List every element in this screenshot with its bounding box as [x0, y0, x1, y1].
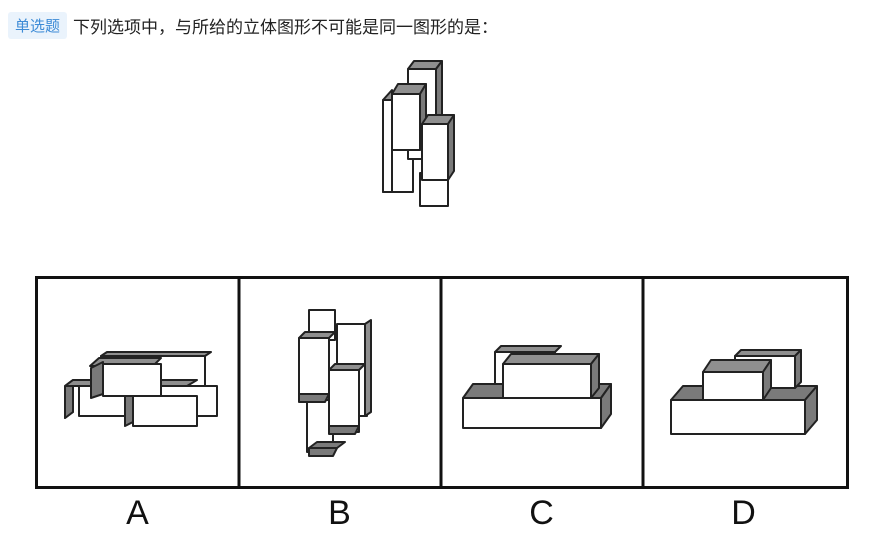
- question-type-tag: 单选题: [8, 12, 68, 39]
- question-stem: 下列选项中，与所给的立体图形不可能是同一图形的是：: [73, 18, 499, 38]
- given-figure: [382, 60, 455, 207]
- option-a-label[interactable]: A: [126, 494, 149, 532]
- option-b-label[interactable]: B: [328, 494, 351, 532]
- options-panel: [35, 276, 849, 489]
- option-d-label[interactable]: D: [731, 494, 756, 532]
- option-a-figure[interactable]: [64, 351, 218, 427]
- option-c-figure[interactable]: [462, 345, 612, 429]
- question-header: 单选题 下列选项中，与所给的立体图形不可能是同一图形的是：: [8, 12, 498, 39]
- option-d-figure[interactable]: [670, 349, 818, 435]
- option-c-label[interactable]: C: [529, 494, 554, 532]
- option-b-figure[interactable]: [298, 309, 372, 457]
